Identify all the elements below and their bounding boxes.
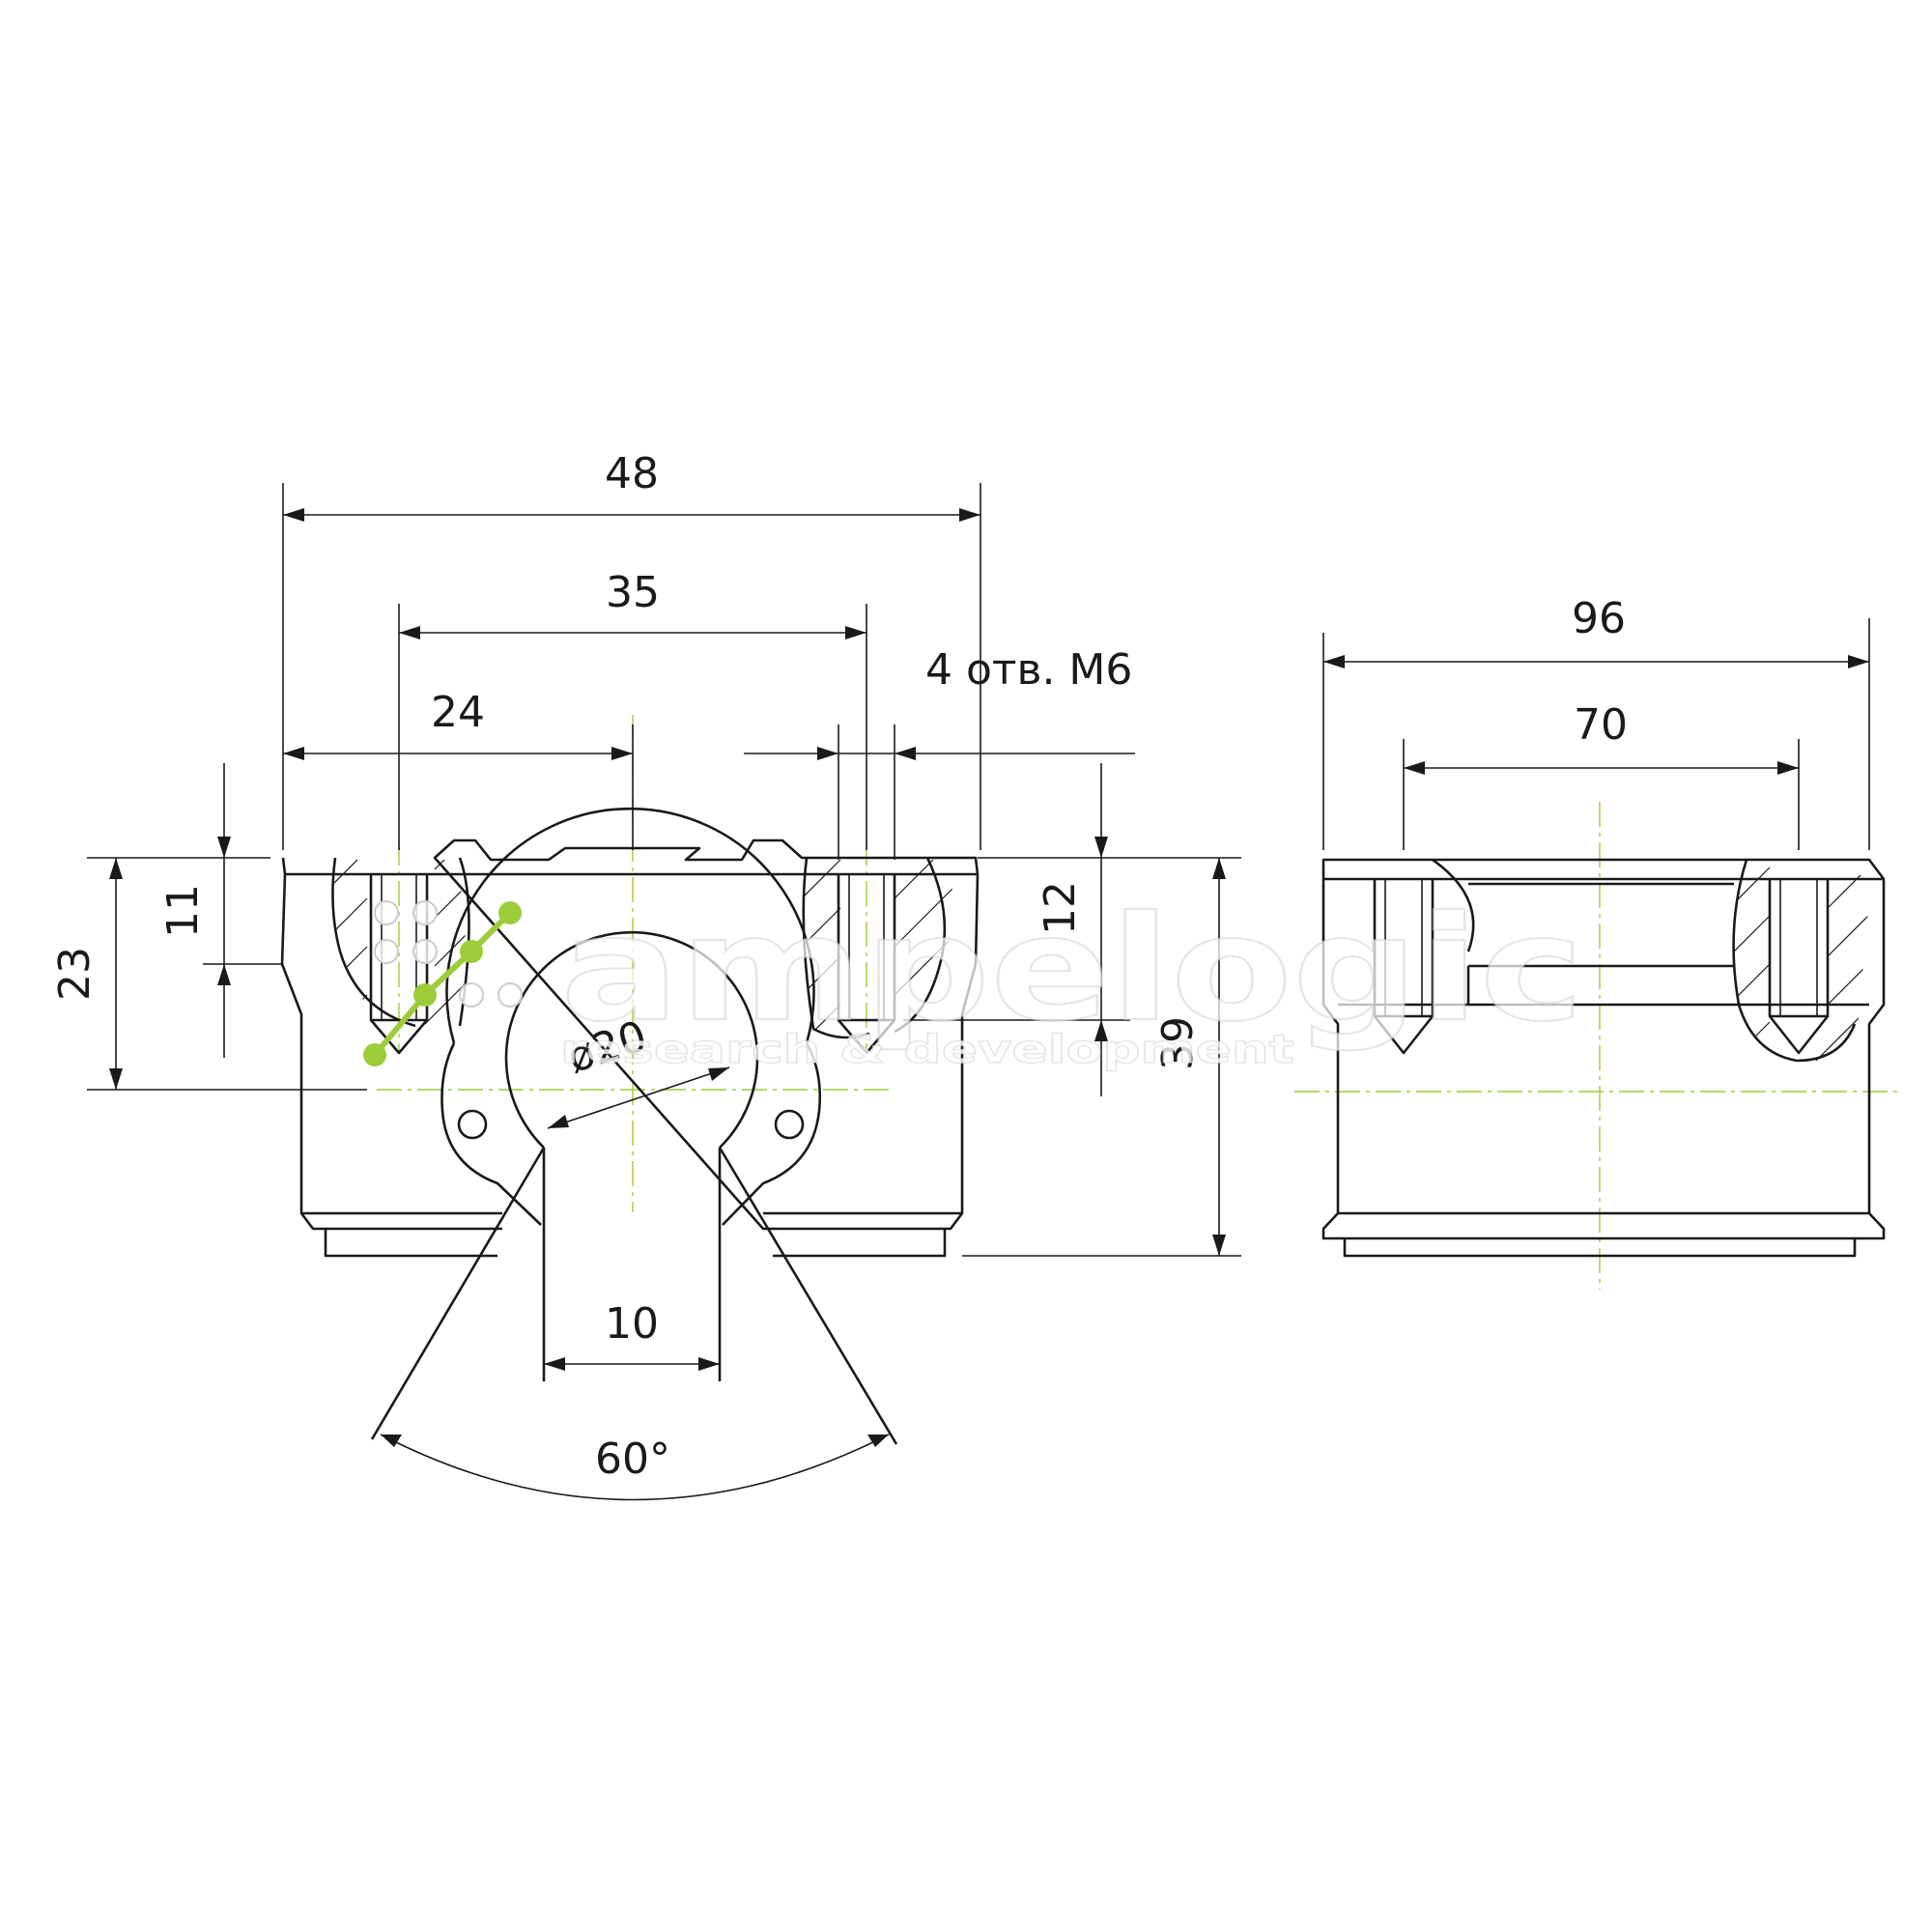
dim-10-label: 10 [605,1299,659,1349]
dim-96-label: 96 [1572,594,1626,643]
dim-35-label: 35 [606,568,660,617]
center-lines [377,715,1898,1290]
dim-11-label: 11 [158,884,208,938]
dim-12-label: 12 [1036,881,1085,935]
dim-23-label: 23 [50,947,99,1001]
watermark-logo-icon [363,900,523,1066]
watermark-tagline: research & development [560,1028,1294,1072]
holes-note-label: 4 отв. M6 [925,645,1132,695]
front-view [280,807,980,1445]
tapped-hole-right [802,857,953,1055]
side-view [1321,858,1886,1258]
dim-24-label: 24 [431,688,485,737]
dim-70-label: 70 [1574,700,1628,750]
dimension-arrows [109,508,1869,1447]
side-view-outline [1321,858,1886,1240]
dim-60deg-label: 60° [595,1435,670,1484]
dim-39-label: 39 [1153,1016,1203,1070]
dimension-labels: 48 35 24 4 отв. M6 96 70 23 11 12 39 ø20… [50,449,1628,1484]
dimension-lines [87,483,1870,1501]
watermark: ampelogic research & development [363,885,1585,1073]
dim-48-label: 48 [605,449,659,498]
watermark-brand: ampelogic [560,886,1584,1054]
